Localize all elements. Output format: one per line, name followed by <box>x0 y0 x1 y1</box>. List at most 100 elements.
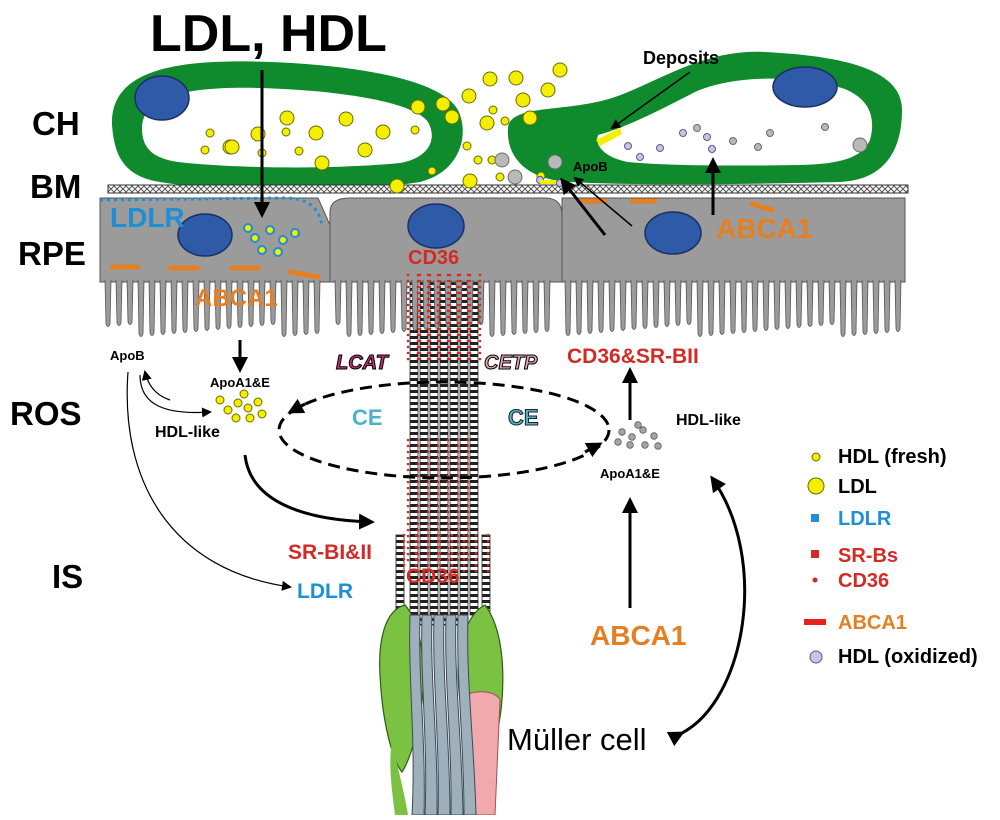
cd36-dot <box>478 303 482 307</box>
rpe-microvillus <box>839 279 847 337</box>
cd36-dot <box>418 345 422 349</box>
cd36-dot <box>448 303 452 307</box>
cd36-dot <box>436 552 440 556</box>
cd36-dot <box>416 492 420 496</box>
hdl-like-particle <box>654 442 662 450</box>
ldl-particle <box>508 70 524 86</box>
rpe-microvillus <box>619 279 627 331</box>
label-ce-left: CE <box>352 405 383 430</box>
cd36-dot <box>416 480 420 484</box>
cd36-dot <box>456 444 460 448</box>
cd36-dot <box>438 551 442 555</box>
legend-item-label: LDL <box>838 476 877 498</box>
label-cd36-is: CD36 <box>406 565 460 588</box>
rpe-microvillus <box>729 279 737 334</box>
cd36-dot <box>428 309 432 313</box>
ldl-particle <box>314 155 330 171</box>
cd36-dot <box>462 539 466 543</box>
cd36-dot <box>416 498 420 502</box>
cd36-dot <box>468 303 472 307</box>
cd36-dot <box>426 504 430 508</box>
ldl-ldlr-complex <box>250 233 260 243</box>
cd36-dot <box>448 297 452 301</box>
hdl-oxidized-particle <box>656 144 664 152</box>
rpe-microvillus <box>806 279 814 327</box>
cd36-dot <box>426 462 430 466</box>
rpe-microvillus <box>872 279 880 334</box>
rpe-microvillus <box>828 279 836 325</box>
cd36-dot <box>462 557 466 561</box>
cd36-dot <box>446 534 450 538</box>
cd36-dot <box>436 309 440 313</box>
legend-hdl-oxidized-swatch <box>809 650 823 664</box>
cd36-dot <box>438 273 442 277</box>
cd36-dot <box>474 569 478 573</box>
cd36-dot <box>446 309 450 313</box>
rpe-cell-middle <box>329 197 563 337</box>
cd36-dot <box>438 339 442 343</box>
rpe-microvillus <box>762 279 770 331</box>
hdl-like-particle <box>628 433 636 441</box>
cd36-dot <box>466 480 470 484</box>
cd36-dot <box>446 498 450 502</box>
rpe-microvillus <box>345 279 353 337</box>
ldl-particle <box>389 178 405 194</box>
ldl-ldlr-complex <box>265 225 275 235</box>
cd36-dot <box>456 462 460 466</box>
label-ldlr-is: LDLR <box>297 580 353 603</box>
cd36-dot <box>478 357 482 361</box>
cd36-dot <box>446 438 450 442</box>
cd36-dot <box>448 345 452 349</box>
label-hdl-like-right: HDL-like <box>676 412 741 429</box>
cd36-dot <box>466 339 470 343</box>
rpe-microvillus <box>291 279 299 336</box>
cd36-dot <box>416 510 420 514</box>
rpe-nucleus <box>177 213 233 257</box>
cd36-dot <box>446 552 450 556</box>
rpe-microvillus <box>740 279 748 333</box>
cd36-dot <box>418 303 422 307</box>
hdl-fresh-particle <box>257 409 267 419</box>
hdl-fresh-particle <box>215 395 225 405</box>
cd36-dot <box>456 450 460 454</box>
rpe-microvillus <box>280 279 288 337</box>
cd36-dot <box>448 321 452 325</box>
cd36-dot <box>428 339 432 343</box>
cd36-dot <box>478 345 482 349</box>
cd36-dot <box>406 309 410 313</box>
cd36-dot <box>468 327 472 331</box>
cd36-dot <box>418 315 422 319</box>
cd36-dot <box>466 540 470 544</box>
grey-particle <box>494 152 510 168</box>
hdl-fresh-particle <box>495 172 505 182</box>
label-lcat: LCAT <box>336 352 389 375</box>
cd36-dot <box>436 516 440 520</box>
rpe-microvillus <box>203 279 211 331</box>
cd36-dot <box>426 297 430 301</box>
cd36-dot <box>468 285 472 289</box>
cd36-dot <box>414 557 418 561</box>
cd36-dot <box>416 522 420 526</box>
diagram-title: LDL, HDL <box>150 5 387 63</box>
hdl-fresh-particle <box>473 155 483 165</box>
cd36-dot <box>416 528 420 532</box>
rpe-microvillus <box>696 279 704 337</box>
cd36-dot <box>438 545 442 549</box>
cd36-dot <box>414 539 418 543</box>
cd36-dot <box>406 279 410 283</box>
cd36-dot <box>448 339 452 343</box>
cd36-dot <box>446 522 450 526</box>
cd36-dot <box>446 486 450 490</box>
cd36-dot <box>406 339 410 343</box>
ldl-particle <box>357 142 373 158</box>
grey-particle <box>693 124 701 132</box>
cd36-dot <box>456 273 460 277</box>
cd36-dot <box>468 339 472 343</box>
cd36-dot <box>438 315 442 319</box>
cd36-dot <box>438 333 442 337</box>
ldl-particle <box>308 125 324 141</box>
cd36-dot <box>416 552 420 556</box>
cd36-dot <box>416 438 420 442</box>
rpe-microvillus <box>389 279 397 333</box>
cd36-dot <box>406 333 410 337</box>
